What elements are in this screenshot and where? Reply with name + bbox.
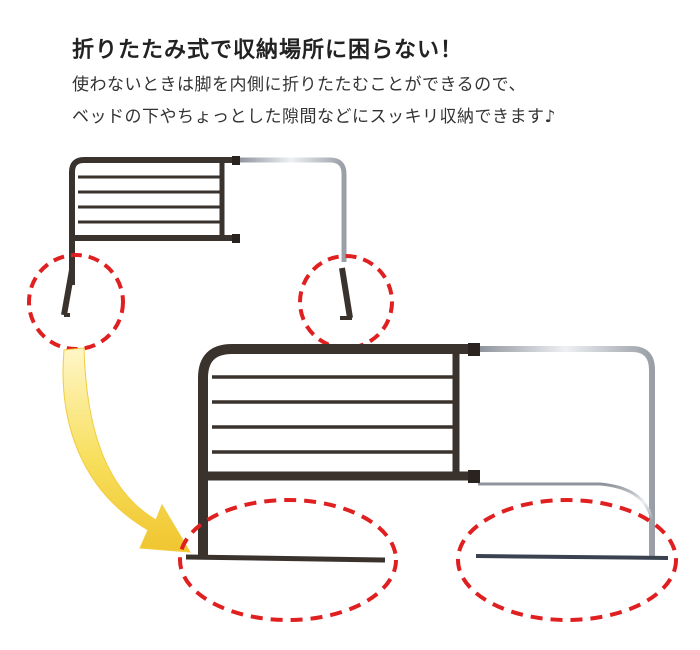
folding-illustration — [27, 156, 678, 622]
chrome-frame-top — [238, 157, 347, 262]
dashed-circle-icon — [178, 498, 398, 622]
description-line-1: 使わないときは脚を内側に折りたたむことができるので、 — [72, 75, 526, 95]
headline: 折りたたみ式で収納場所に困らない！ — [72, 38, 464, 63]
chrome-frame-bottom — [478, 346, 655, 556]
legs-extended — [61, 258, 353, 320]
legs-folded — [185, 554, 669, 563]
brown-frame-top — [69, 157, 238, 262]
dashed-circle-icon — [456, 498, 678, 622]
brown-frame-bottom — [198, 344, 478, 556]
arrow-curved-icon — [62, 347, 191, 553]
description-line-2: ベッドの下やちょっとした隙間などにスッキリ収納できます♪ — [72, 107, 556, 127]
dashed-circle-icon — [27, 253, 125, 351]
bed-guard-upright — [61, 156, 353, 320]
bed-guard-folded — [185, 343, 669, 563]
